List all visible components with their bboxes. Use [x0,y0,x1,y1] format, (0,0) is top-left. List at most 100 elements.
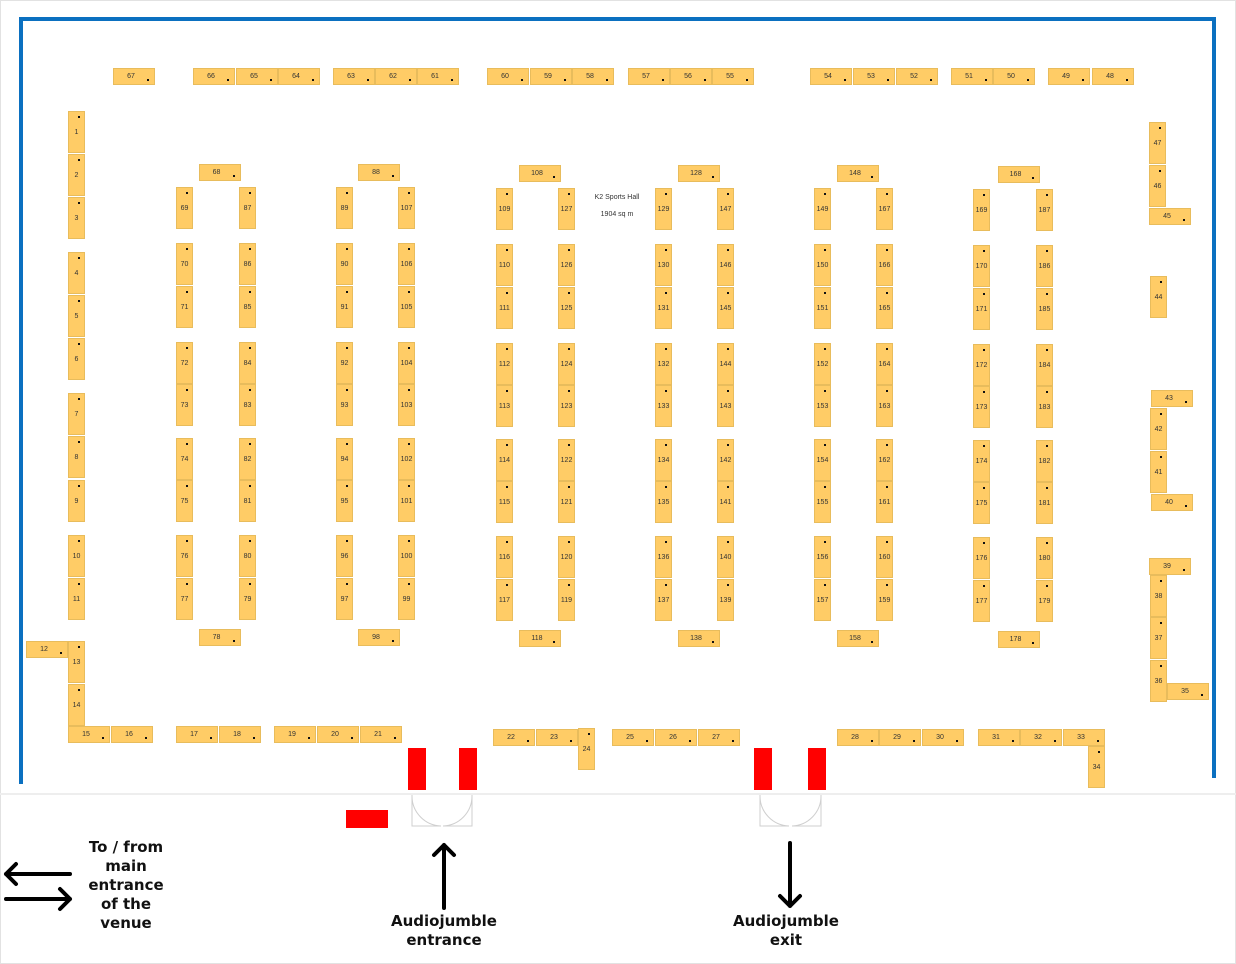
booth-29[interactable]: 29 [879,729,921,746]
booth-121[interactable]: 121 [558,481,575,523]
booth-122[interactable]: 122 [558,439,575,481]
booth-112[interactable]: 112 [496,343,513,385]
booth-82[interactable]: 82 [239,438,256,480]
booth-74[interactable]: 74 [176,438,193,480]
booth-22[interactable]: 22 [493,729,535,746]
booth-23[interactable]: 23 [536,729,578,746]
booth-72[interactable]: 72 [176,342,193,384]
booth-159[interactable]: 159 [876,579,893,621]
booth-129[interactable]: 129 [655,188,672,230]
booth-179[interactable]: 179 [1036,580,1053,622]
booth-6[interactable]: 6 [68,338,85,380]
booth-134[interactable]: 134 [655,439,672,481]
booth-166[interactable]: 166 [876,244,893,286]
booth-173[interactable]: 173 [973,386,990,428]
booth-176[interactable]: 176 [973,537,990,579]
booth-70[interactable]: 70 [176,243,193,285]
booth-67[interactable]: 67 [113,68,155,85]
booth-3[interactable]: 3 [68,197,85,239]
booth-96[interactable]: 96 [336,535,353,577]
booth-139[interactable]: 139 [717,579,734,621]
booth-43[interactable]: 43 [1151,390,1193,407]
booth-39[interactable]: 39 [1149,558,1191,575]
booth-59[interactable]: 59 [530,68,572,85]
booth-51[interactable]: 51 [951,68,993,85]
booth-73[interactable]: 73 [176,384,193,426]
booth-40[interactable]: 40 [1151,494,1193,511]
booth-36[interactable]: 36 [1150,660,1167,702]
booth-81[interactable]: 81 [239,480,256,522]
booth-71[interactable]: 71 [176,286,193,328]
booth-45[interactable]: 45 [1149,208,1191,225]
booth-171[interactable]: 171 [973,288,990,330]
booth-48[interactable]: 48 [1092,68,1134,85]
booth-184[interactable]: 184 [1036,344,1053,386]
booth-91[interactable]: 91 [336,286,353,328]
booth-124[interactable]: 124 [558,343,575,385]
booth-182[interactable]: 182 [1036,440,1053,482]
booth-88[interactable]: 88 [358,164,400,181]
booth-180[interactable]: 180 [1036,537,1053,579]
booth-101[interactable]: 101 [398,480,415,522]
booth-164[interactable]: 164 [876,343,893,385]
booth-37[interactable]: 37 [1150,617,1167,659]
booth-106[interactable]: 106 [398,243,415,285]
booth-10[interactable]: 10 [68,535,85,577]
booth-123[interactable]: 123 [558,385,575,427]
booth-127[interactable]: 127 [558,188,575,230]
booth-147[interactable]: 147 [717,188,734,230]
booth-131[interactable]: 131 [655,287,672,329]
booth-47[interactable]: 47 [1149,122,1166,164]
booth-125[interactable]: 125 [558,287,575,329]
booth-16[interactable]: 16 [111,726,153,743]
booth-165[interactable]: 165 [876,287,893,329]
booth-21[interactable]: 21 [360,726,402,743]
booth-168[interactable]: 168 [997,166,1040,183]
booth-153[interactable]: 153 [814,385,831,427]
booth-49[interactable]: 49 [1048,68,1090,85]
booth-31[interactable]: 31 [978,729,1020,746]
booth-32[interactable]: 32 [1020,729,1062,746]
booth-172[interactable]: 172 [973,344,990,386]
booth-53[interactable]: 53 [853,68,895,85]
booth-120[interactable]: 120 [558,536,575,578]
booth-183[interactable]: 183 [1036,386,1053,428]
booth-142[interactable]: 142 [717,439,734,481]
booth-130[interactable]: 130 [655,244,672,286]
booth-117[interactable]: 117 [496,579,513,621]
booth-167[interactable]: 167 [876,188,893,230]
booth-35[interactable]: 35 [1167,683,1209,700]
booth-61[interactable]: 61 [417,68,459,85]
booth-143[interactable]: 143 [717,385,734,427]
booth-85[interactable]: 85 [239,286,256,328]
booth-54[interactable]: 54 [810,68,852,85]
booth-44[interactable]: 44 [1150,276,1167,318]
booth-5[interactable]: 5 [68,295,85,337]
booth-128[interactable]: 128 [678,165,720,182]
booth-30[interactable]: 30 [922,729,964,746]
booth-133[interactable]: 133 [655,385,672,427]
booth-75[interactable]: 75 [176,480,193,522]
booth-156[interactable]: 156 [814,536,831,578]
booth-14[interactable]: 14 [68,684,85,726]
booth-68[interactable]: 68 [198,164,241,181]
booth-187[interactable]: 187 [1036,189,1053,231]
booth-19[interactable]: 19 [274,726,316,743]
booth-186[interactable]: 186 [1036,245,1053,287]
booth-174[interactable]: 174 [973,440,990,482]
booth-15[interactable]: 15 [68,726,110,743]
booth-100[interactable]: 100 [398,535,415,577]
booth-150[interactable]: 150 [814,244,831,286]
booth-169[interactable]: 169 [973,189,990,231]
booth-57[interactable]: 57 [628,68,670,85]
booth-62[interactable]: 62 [375,68,417,85]
booth-137[interactable]: 137 [655,579,672,621]
booth-52[interactable]: 52 [896,68,938,85]
booth-55[interactable]: 55 [712,68,754,85]
booth-157[interactable]: 157 [814,579,831,621]
booth-9[interactable]: 9 [68,480,85,522]
booth-83[interactable]: 83 [239,384,256,426]
booth-87[interactable]: 87 [239,187,256,229]
booth-107[interactable]: 107 [398,187,415,229]
booth-178[interactable]: 178 [997,631,1040,648]
